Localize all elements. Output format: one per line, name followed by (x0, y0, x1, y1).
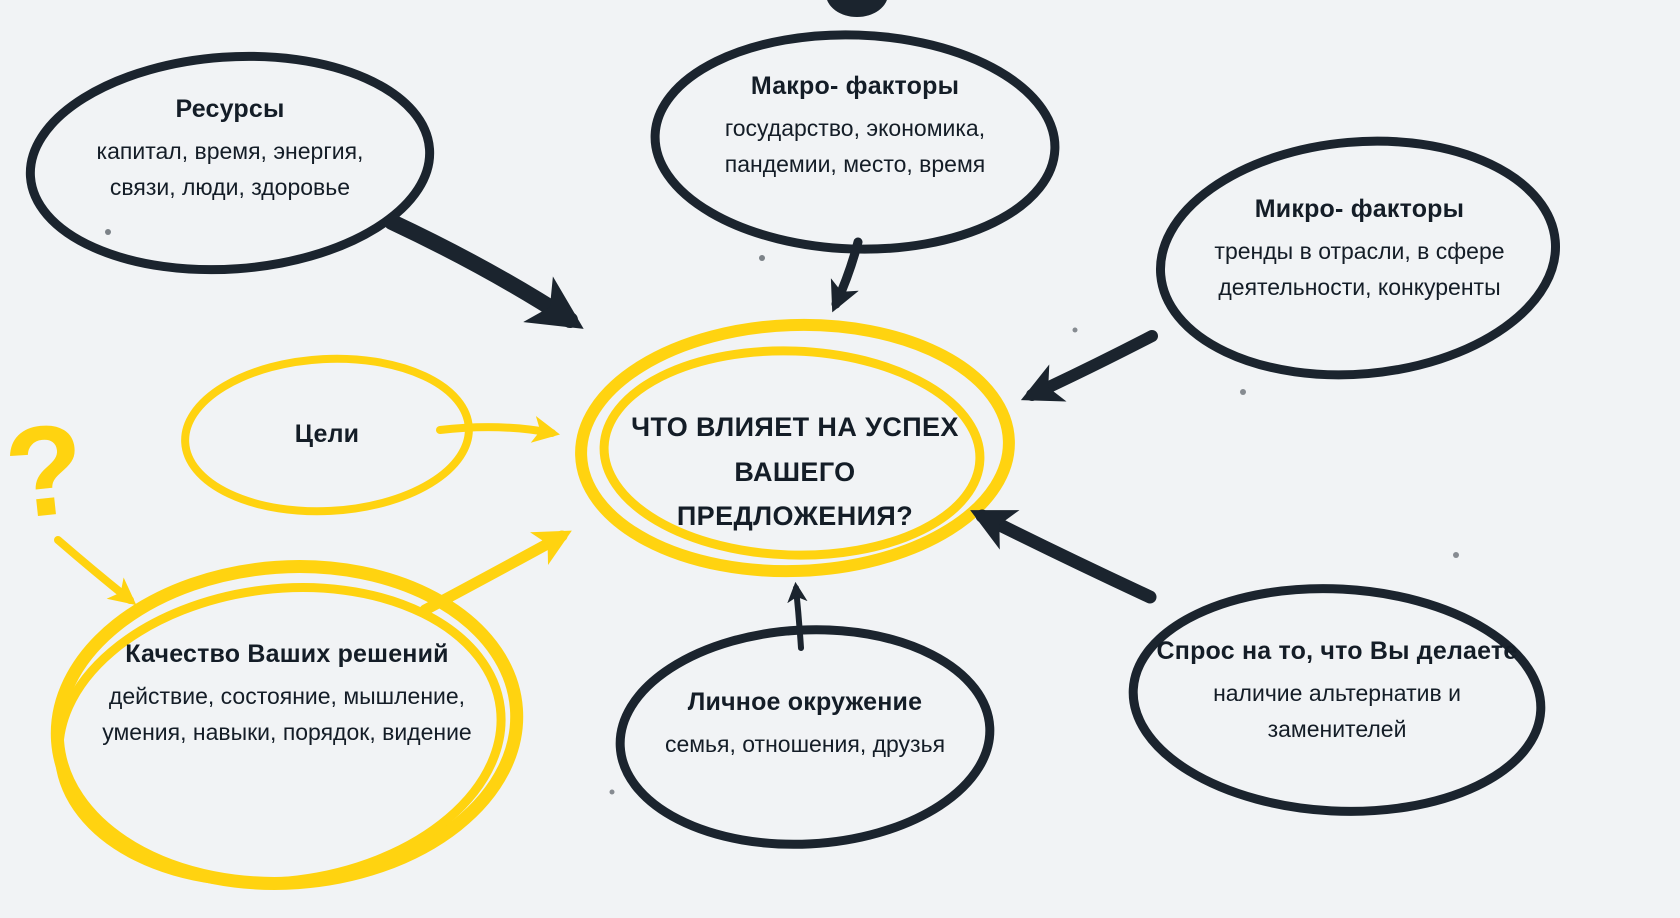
node-macro-factors: Макро- факторы государство, экономика, п… (685, 72, 1025, 182)
node-demand: Спрос на то, что Вы делаете наличие альт… (1152, 637, 1522, 747)
center-node-line2: ВАШЕГО ПРЕДЛОЖЕНИЯ? (676, 456, 914, 532)
node-resources-title: Ресурсы (175, 95, 285, 123)
macro-circle (650, 30, 1060, 254)
arrow-resources-to-center (384, 214, 584, 329)
node-quality-title: Качество Ваших решений (125, 640, 449, 668)
node-personal-environment: Личное окружение семья, отношения, друзь… (630, 688, 980, 763)
ink-blot (827, 0, 887, 17)
node-quality: Качество Ваших решений действие, состоян… (97, 640, 477, 750)
arrow-quality-to-center (419, 530, 572, 616)
question-mark: ? (0, 396, 92, 547)
node-demand-description: наличие альтернатив и заменителей (1213, 680, 1461, 742)
center-node: ЧТО ВЛИЯЕТ НА УСПЕХ ВАШЕГО ПРЕДЛОЖЕНИЯ? (615, 405, 975, 539)
node-macro-title: Макро- факторы (750, 72, 960, 100)
node-personal-description: семья, отношения, друзья (664, 731, 946, 757)
node-personal-title: Личное окружение (687, 688, 923, 716)
arrow-goals-to-center (436, 416, 561, 443)
center-circle-inner (599, 346, 985, 560)
node-micro-factors: Микро- факторы тренды в отрасли, в сфере… (1212, 195, 1507, 305)
arrow-macro-to-center (830, 237, 863, 313)
node-resources: Ресурсы капитал, время, энергия, связи, … (65, 95, 395, 205)
ink-speckle (759, 255, 765, 261)
node-quality-description: действие, состояние, мышление, умения, н… (102, 683, 472, 745)
demand-circle (1128, 584, 1546, 816)
node-goals-title: Цели (294, 420, 360, 448)
micro-circle (1155, 136, 1561, 380)
ink-speckle (609, 789, 615, 795)
quality-circle-inner (54, 583, 506, 887)
node-micro-description: тренды в отрасли, в сфере деятельности, … (1214, 238, 1505, 300)
arrow-micro-to-center (1020, 330, 1158, 402)
node-macro-description: государство, экономика, пандемии, место,… (724, 115, 986, 177)
arrow-demand-to-center (970, 509, 1157, 604)
ink-speckle (875, 829, 881, 835)
arrow-personal-to-center (787, 581, 808, 651)
node-micro-title: Микро- факторы (1254, 195, 1465, 223)
ink-speckle (1072, 327, 1078, 333)
resources-circle (25, 51, 435, 275)
ink-speckle (1240, 389, 1246, 395)
node-goals: Цели (257, 420, 397, 459)
ink-speckle (1453, 552, 1459, 558)
node-resources-description: капитал, время, энергия, связи, люди, зд… (96, 138, 364, 200)
node-demand-title: Спрос на то, что Вы делаете (1156, 637, 1518, 665)
center-circle-outer (575, 318, 1015, 578)
ink-speckle (105, 229, 111, 235)
arrow-question-to-quality (54, 536, 137, 606)
center-node-line1: ЧТО ВЛИЯЕТ НА УСПЕХ (631, 412, 959, 442)
